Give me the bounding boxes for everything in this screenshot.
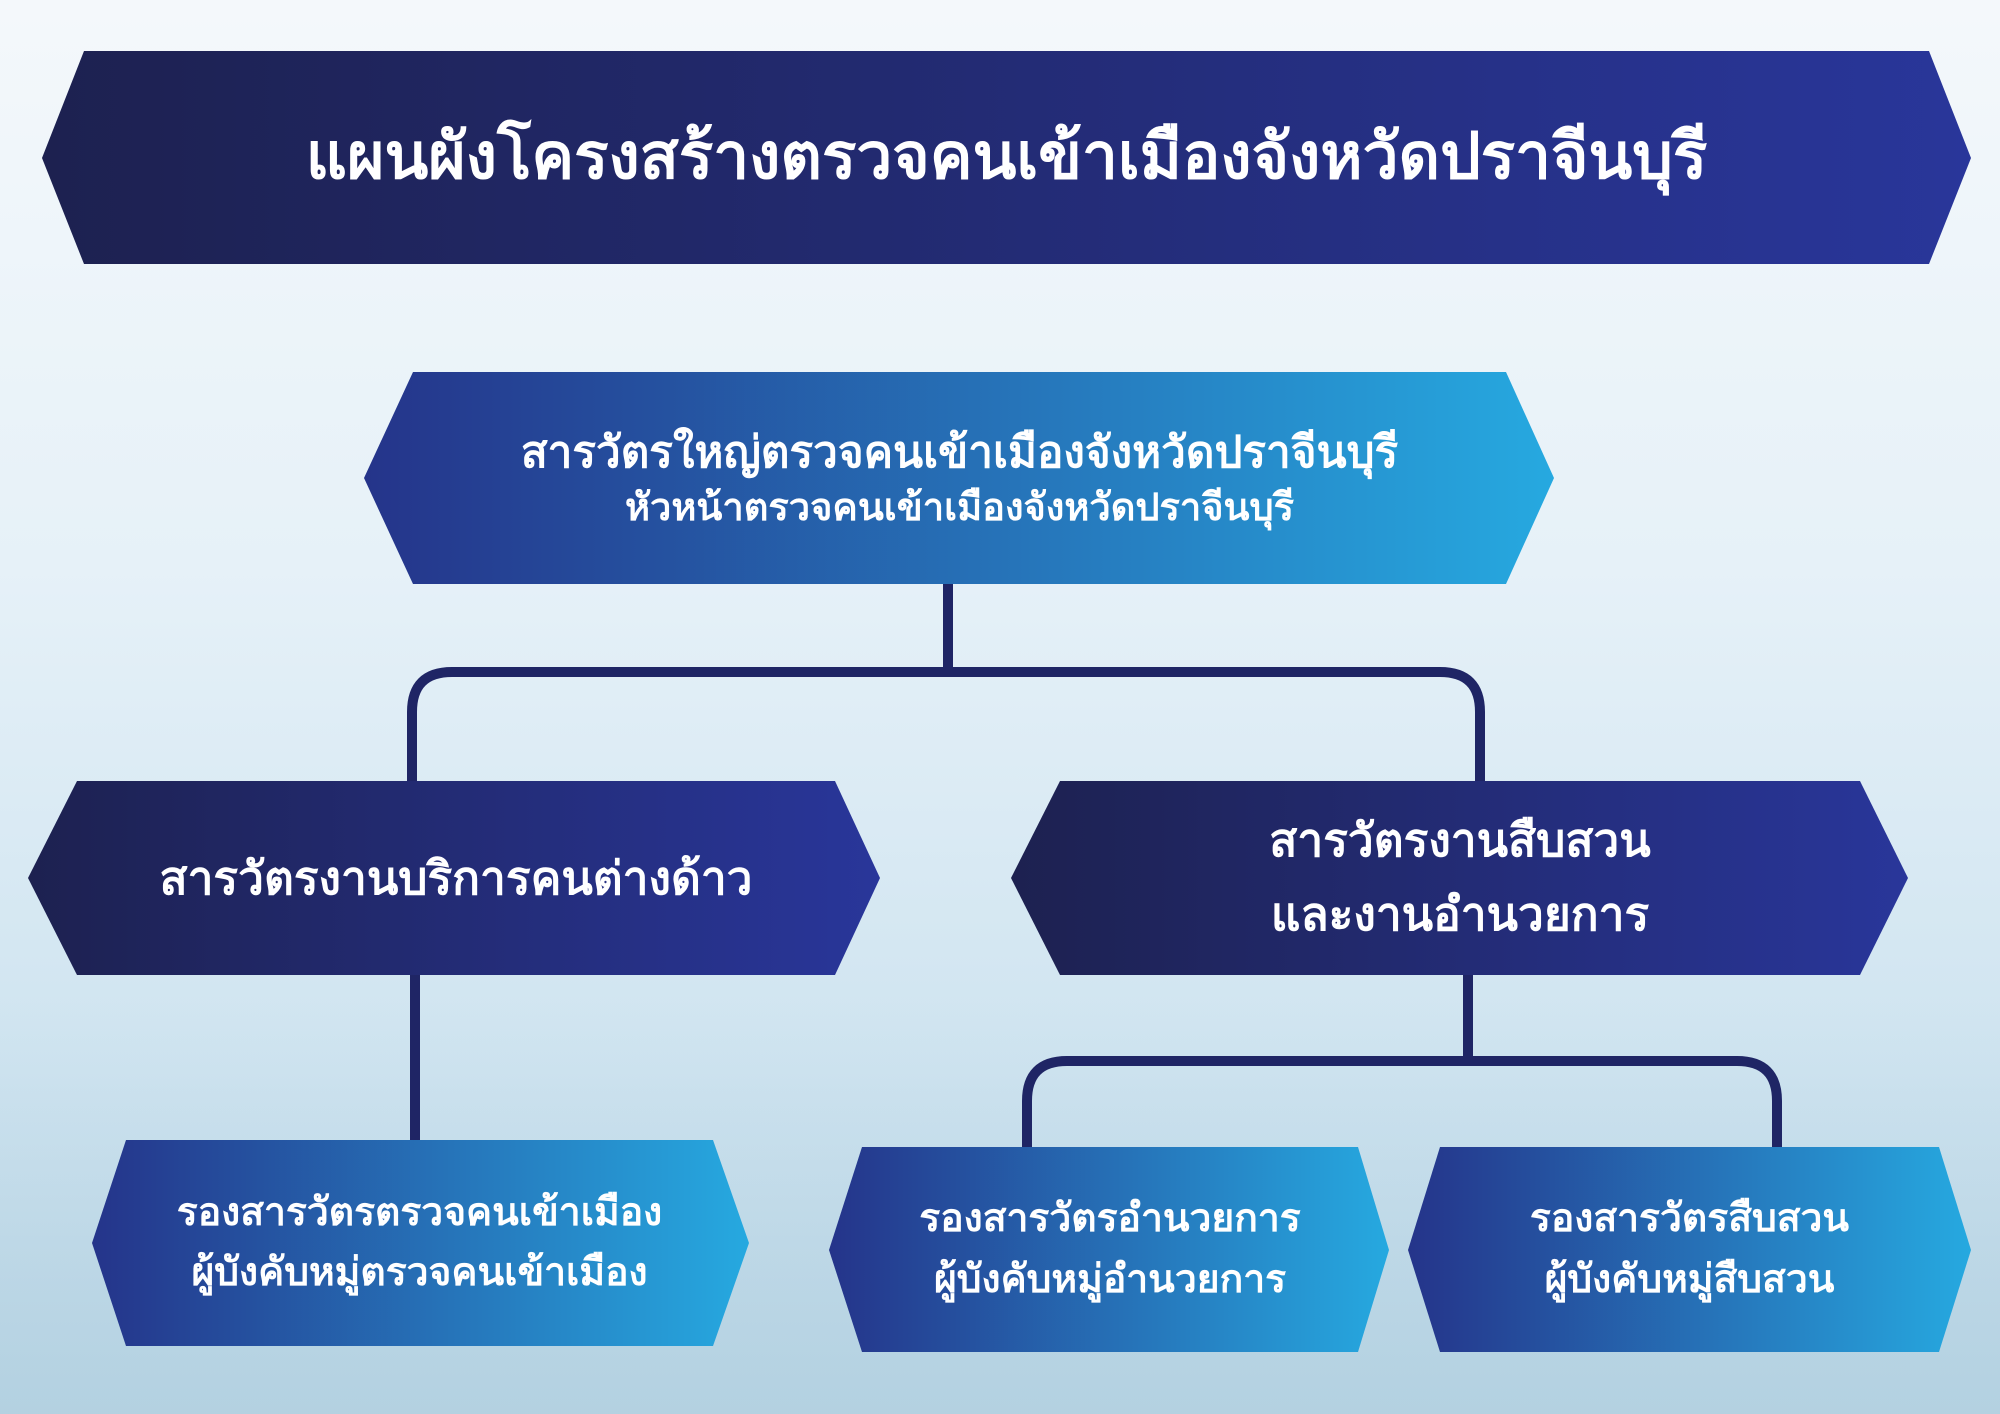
mid-left-node-box <box>28 781 880 975</box>
top-node-line1: สารวัตรใหญ่ตรวจคนเข้าเมืองจังหวัดปราจีนบ… <box>520 426 1399 478</box>
top-node: สารวัตรใหญ่ตรวจคนเข้าเมืองจังหวัดปราจีนบ… <box>413 372 1506 584</box>
connector-top-branch <box>407 667 1485 781</box>
mid-right-node: สารวัตรงานสืบสวน และงานอำนวยการ <box>1060 781 1860 975</box>
mid-left-node: สารวัตรงานบริการคนต่างด้าว <box>77 781 835 975</box>
bottom-left-node-line1: รองสารวัตรตรวจคนเข้าเมือง <box>176 1189 663 1235</box>
bottom-right-node-line2: ผู้บังคับหมู่สืบสวน <box>1544 1256 1835 1302</box>
bottom-right-node-line1: รองสารวัตรสืบสวน <box>1529 1196 1850 1242</box>
bottom-right-node: รองสารวัตรสืบสวน ผู้บังคับหมู่สืบสวน <box>1440 1147 1939 1352</box>
mid-left-node-line1: สารวัตรงานบริการคนต่างด้าว <box>159 850 753 905</box>
mid-right-node-box <box>1011 781 1908 975</box>
bottom-mid-node: รองสารวัตรอำนวยการ ผู้บังคับหมู่อำนวยการ <box>862 1147 1358 1352</box>
title-text: แผนผังโครงสร้างตรวจคนเข้าเมืองจังหวัดปรา… <box>305 120 1708 195</box>
connector-lines <box>407 584 1782 1147</box>
title-banner <box>42 51 1971 264</box>
top-node-line2: หัวหน้าตรวจคนเข้าเมืองจังหวัดปราจีนบุรี <box>624 485 1295 530</box>
bottom-left-node-line2: ผู้บังคับหมู่ตรวจคนเข้าเมือง <box>191 1250 648 1295</box>
top-node-box <box>364 372 1554 584</box>
mid-right-node-line2: และงานอำนวยการ <box>1270 887 1650 941</box>
bottom-mid-node-line1: รองสารวัตรอำนวยการ <box>919 1196 1301 1242</box>
title-label: แผนผังโครงสร้างตรวจคนเข้าเมืองจังหวัดปรา… <box>84 51 1929 264</box>
mid-right-node-line1: สารวัตรงานสืบสวน <box>1269 813 1651 868</box>
bottom-mid-node-line2: ผู้บังคับหมู่อำนวยการ <box>933 1256 1287 1302</box>
bottom-mid-node-box <box>829 1147 1389 1352</box>
bottom-right-node-box <box>1408 1147 1971 1352</box>
bottom-left-node: รองสารวัตรตรวจคนเข้าเมือง ผู้บังคับหมู่ต… <box>126 1140 713 1346</box>
bottom-left-node-box <box>92 1140 749 1346</box>
connector-right-branch <box>1022 1056 1782 1147</box>
